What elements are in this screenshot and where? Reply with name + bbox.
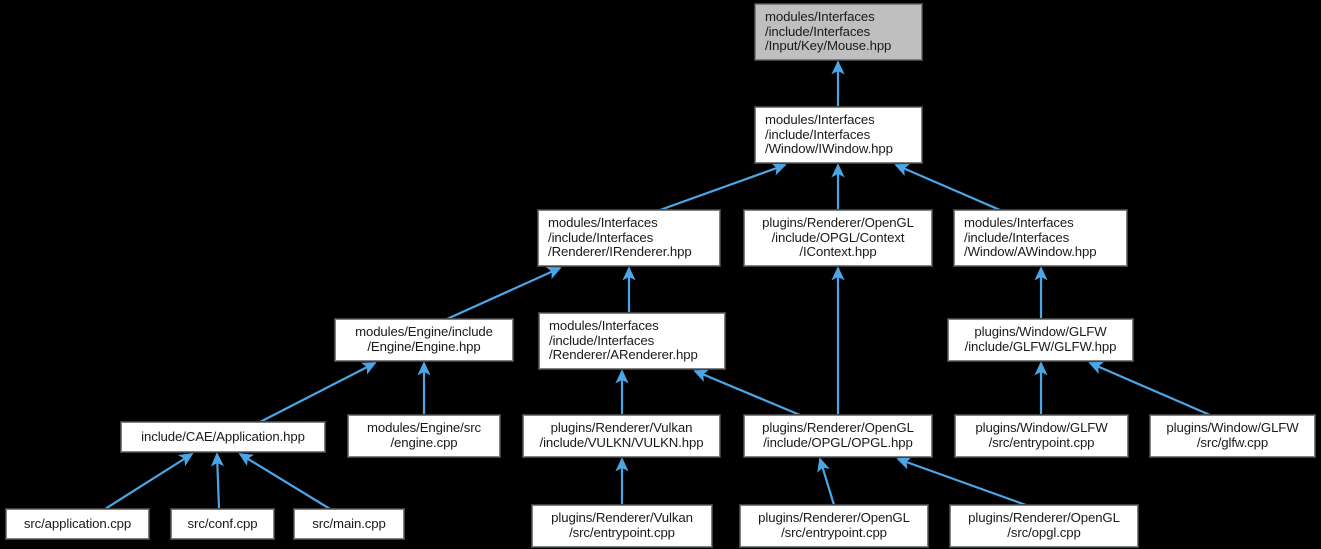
graph-edge-engine-hpp-to-irenderer <box>446 266 562 321</box>
graph-node-label-line: plugins/Renderer/Vulkan <box>551 510 693 526</box>
graph-node-label-line: /src/entrypoint.cpp <box>781 525 887 540</box>
graph-node-glfw-entrypoint[interactable]: plugins/Window/GLFW/src/entrypoint.cpp <box>954 414 1129 458</box>
graph-node-opengl-opgl-cpp[interactable]: plugins/Renderer/OpenGL/src/opgl.cpp <box>949 504 1139 548</box>
graph-node-label-line: modules/Engine/include <box>355 324 493 340</box>
graph-node-glfw-hpp[interactable]: plugins/Window/GLFW/include/GLFW/GLFW.hp… <box>947 318 1134 362</box>
graph-node-label-line: modules/Interfaces <box>964 215 1074 231</box>
graph-node-label-line: /include/Interfaces <box>765 23 871 39</box>
graph-node-src-application-cpp[interactable]: src/application.cpp <box>5 508 150 540</box>
graph-node-src-conf-cpp[interactable]: src/conf.cpp <box>170 508 275 540</box>
graph-node-label-line: /src/opgl.cpp <box>1007 525 1081 540</box>
graph-node-engine-hpp[interactable]: modules/Engine/include/Engine/Engine.hpp <box>334 318 514 362</box>
graph-node-label-line: /include/OPGL/OPGL.hpp <box>763 435 913 450</box>
graph-node-label-line: /Renderer/ARenderer.hpp <box>549 347 698 363</box>
graph-edge-glfw-cpp-to-glfw-hpp <box>1088 361 1211 417</box>
graph-node-label-line: /Window/AWindow.hpp <box>964 244 1097 260</box>
graph-node-label-line: /Renderer/IRenderer.hpp <box>548 244 692 260</box>
graph-node-label-line: /src/entrypoint.cpp <box>569 525 675 540</box>
graph-node-awindow[interactable]: modules/Interfaces/include/Interfaces/Wi… <box>953 209 1128 267</box>
graph-node-label-line: plugins/Renderer/OpenGL <box>758 510 910 526</box>
graph-node-label-line: /include/GLFW/GLFW.hpp <box>964 339 1117 354</box>
graph-node-label-line: /src/glfw.cpp <box>1196 435 1269 450</box>
graph-edge-irenderer-to-iwindow <box>659 162 787 212</box>
graph-node-label-line: /include/OPGL/Context <box>771 229 905 245</box>
graph-node-label-line: /include/VULKN/VULKN.hpp <box>539 435 704 450</box>
graph-node-icontext[interactable]: plugins/Renderer/OpenGL/include/OPGL/Con… <box>743 209 933 267</box>
graph-edge-opengl-opgl-cpp-to-opgl-hpp <box>896 456 1027 507</box>
graph-node-irenderer[interactable]: modules/Interfaces/include/Interfaces/Re… <box>537 209 721 267</box>
graph-node-label-line: include/CAE/Application.hpp <box>141 428 305 444</box>
graph-node-vulkn-hpp[interactable]: plugins/Renderer/Vulkan/include/VULKN/VU… <box>522 414 721 458</box>
graph-node-opgl-hpp[interactable]: plugins/Renderer/OpenGL/include/OPGL/OPG… <box>743 414 933 458</box>
graph-edge-opgl-hpp-to-arenderer <box>693 369 801 417</box>
graph-node-glfw-cpp[interactable]: plugins/Window/GLFW/src/glfw.cpp <box>1149 414 1316 458</box>
graph-edge-awindow-to-iwindow <box>894 163 1001 212</box>
graph-node-label-line: /Engine/Engine.hpp <box>367 339 481 354</box>
graph-node-arenderer[interactable]: modules/Interfaces/include/Interfaces/Re… <box>538 312 726 370</box>
graph-node-label-line: /Input/Key/Mouse.hpp <box>765 38 892 54</box>
graph-edge-src-application-cpp-to-application-hpp <box>104 453 194 510</box>
graph-node-label-line: plugins/Window/GLFW <box>975 420 1108 436</box>
graph-node-label-line: plugins/Window/GLFW <box>1166 420 1299 436</box>
graph-node-label-line: src/main.cpp <box>312 515 386 531</box>
graph-node-label-line: plugins/Renderer/OpenGL <box>762 420 914 436</box>
graph-node-label-line: /include/Interfaces <box>964 229 1070 245</box>
graph-node-label-line: src/conf.cpp <box>187 515 258 531</box>
graph-node-opengl-entrypoint[interactable]: plugins/Renderer/OpenGL/src/entrypoint.c… <box>739 504 929 548</box>
graph-node-label-line: /src/entrypoint.cpp <box>988 435 1095 450</box>
graph-node-label-line: /engine.cpp <box>390 435 458 450</box>
graph-node-src-main-cpp[interactable]: src/main.cpp <box>293 508 405 540</box>
graph-node-label-line: /include/Interfaces <box>549 332 655 348</box>
graph-node-label-line: modules/Interfaces <box>548 215 658 231</box>
graph-node-label-line: /IContext.hpp <box>799 244 877 260</box>
graph-node-label-line: /include/Interfaces <box>548 229 654 245</box>
graph-edge-application-hpp-to-engine-hpp <box>259 362 377 423</box>
graph-node-label-line: /include/Interfaces <box>765 126 871 142</box>
graph-edge-src-conf-cpp-to-application-hpp <box>210 452 225 510</box>
graph-node-mouse[interactable]: modules/Interfaces/include/Interfaces/In… <box>754 3 923 61</box>
graph-node-label-line: /Window/IWindow.hpp <box>765 141 893 157</box>
graph-node-application-hpp[interactable]: include/CAE/Application.hpp <box>120 421 326 453</box>
graph-node-label-line: plugins/Window/GLFW <box>974 324 1107 340</box>
graph-node-label-line: plugins/Renderer/OpenGL <box>762 215 914 231</box>
graph-node-label-line: modules/Engine/src <box>366 420 482 436</box>
graph-node-label-line: src/application.cpp <box>23 515 132 531</box>
graph-node-label-line: modules/Interfaces <box>765 9 875 25</box>
graph-node-engine-cpp[interactable]: modules/Engine/src/engine.cpp <box>347 414 501 458</box>
graph-node-iwindow[interactable]: modules/Interfaces/include/Interfaces/Wi… <box>754 106 923 164</box>
graph-edge-src-main-cpp-to-application-hpp <box>238 453 331 510</box>
graph-edge-opengl-entrypoint-to-opgl-hpp <box>817 457 836 506</box>
graph-node-vulkan-entrypoint[interactable]: plugins/Renderer/Vulkan/src/entrypoint.c… <box>531 504 713 548</box>
graph-node-label-line: plugins/Renderer/Vulkan <box>550 420 693 436</box>
graph-node-label-line: modules/Interfaces <box>765 112 875 128</box>
graph-node-label-line: modules/Interfaces <box>549 318 659 334</box>
graph-node-label-line: plugins/Renderer/OpenGL <box>968 510 1120 526</box>
